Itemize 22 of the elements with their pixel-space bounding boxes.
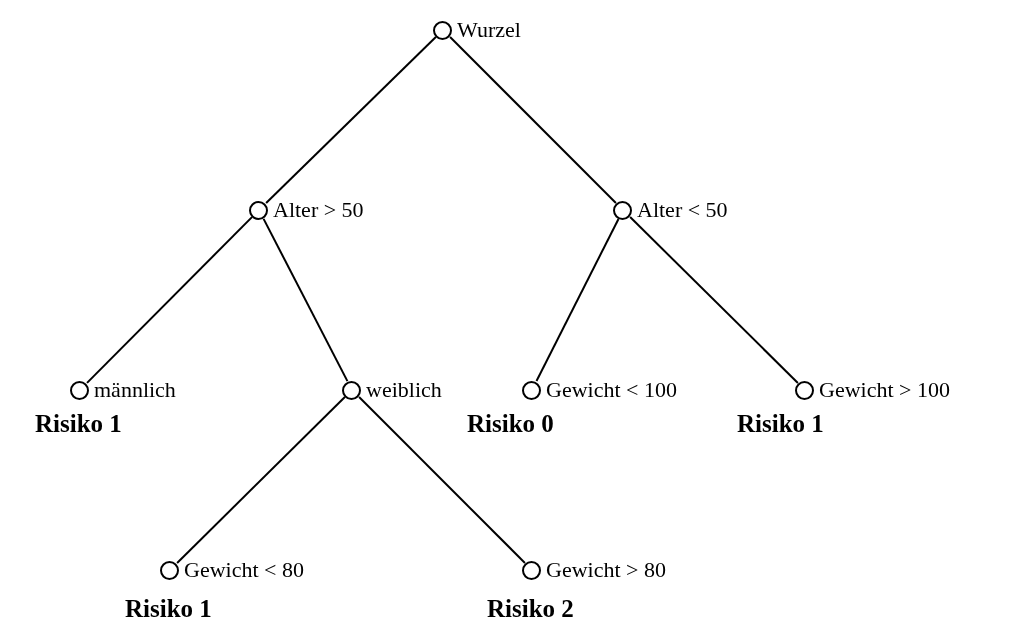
tree-branch [535,217,620,383]
tree-branch [86,216,253,384]
node-label: Alter < 50 [637,197,728,223]
node-label: weiblich [366,377,442,403]
node-label: männlich [94,377,176,403]
risk-label: Risiko 2 [487,595,574,623]
risk-label: Risiko 0 [467,410,554,438]
tree-branch [265,36,437,204]
tree-branch [449,36,617,204]
risk-label: Risiko 1 [125,595,212,623]
node-label: Gewicht > 80 [546,557,666,583]
risk-label: Risiko 1 [35,410,122,438]
tree-branch [262,217,349,383]
node-label: Gewicht < 100 [546,377,677,403]
tree-branch [358,396,526,564]
node-label: Gewicht > 100 [819,377,950,403]
risk-label: Risiko 1 [737,410,824,438]
tree-branch [629,216,799,384]
node-label: Gewicht < 80 [184,557,304,583]
tree-branch [176,396,346,564]
node-label: Wurzel [457,17,521,43]
node-label: Alter > 50 [273,197,364,223]
